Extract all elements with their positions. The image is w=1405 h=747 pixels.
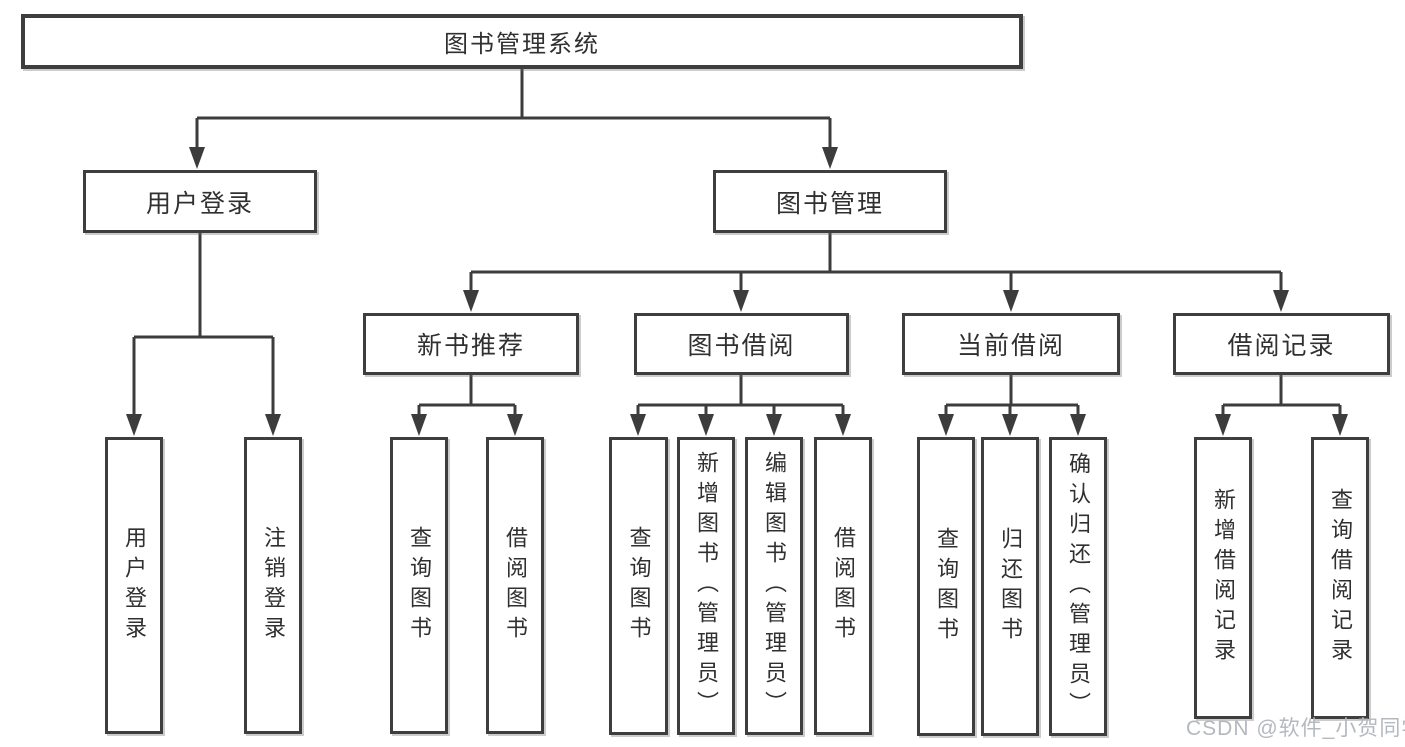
node-query-borrow-record: 查询借阅记录 [1311,437,1369,719]
node-query-books-current: 查询图书 [917,437,975,736]
node-borrow-books-borrowing: 借阅图书 [814,437,872,735]
node-borrow-books-recommend: 借阅图书 [486,437,544,734]
node-book-management: 图书管理 [713,170,947,233]
node-logout: 注销登录 [244,437,302,734]
node-new-book-recommendation: 新书推荐 [363,313,579,375]
node-query-books-borrowing: 查询图书 [609,437,668,735]
node-borrowing-records: 借阅记录 [1173,313,1390,375]
node-edit-book-admin: 编辑图书（管理员） [745,437,803,735]
watermark-text: CSDN @软件_小贺同学 [1186,717,1405,740]
arrowheads [126,147,1348,436]
node-book-borrowing: 图书借阅 [634,313,849,375]
node-add-borrow-record: 新增借阅记录 [1194,437,1252,719]
node-user-login-action: 用户登录 [105,437,163,734]
node-query-books-recommend: 查询图书 [390,437,448,734]
node-library-management-system: 图书管理系统 [21,14,1023,69]
node-add-book-admin: 新增图书（管理员） [677,437,735,735]
node-return-books: 归还图书 [981,437,1039,736]
node-user-login: 用户登录 [83,170,317,233]
node-current-borrowing: 当前借阅 [902,313,1120,375]
node-confirm-return-admin: 确认归还（管理员） [1049,437,1107,736]
